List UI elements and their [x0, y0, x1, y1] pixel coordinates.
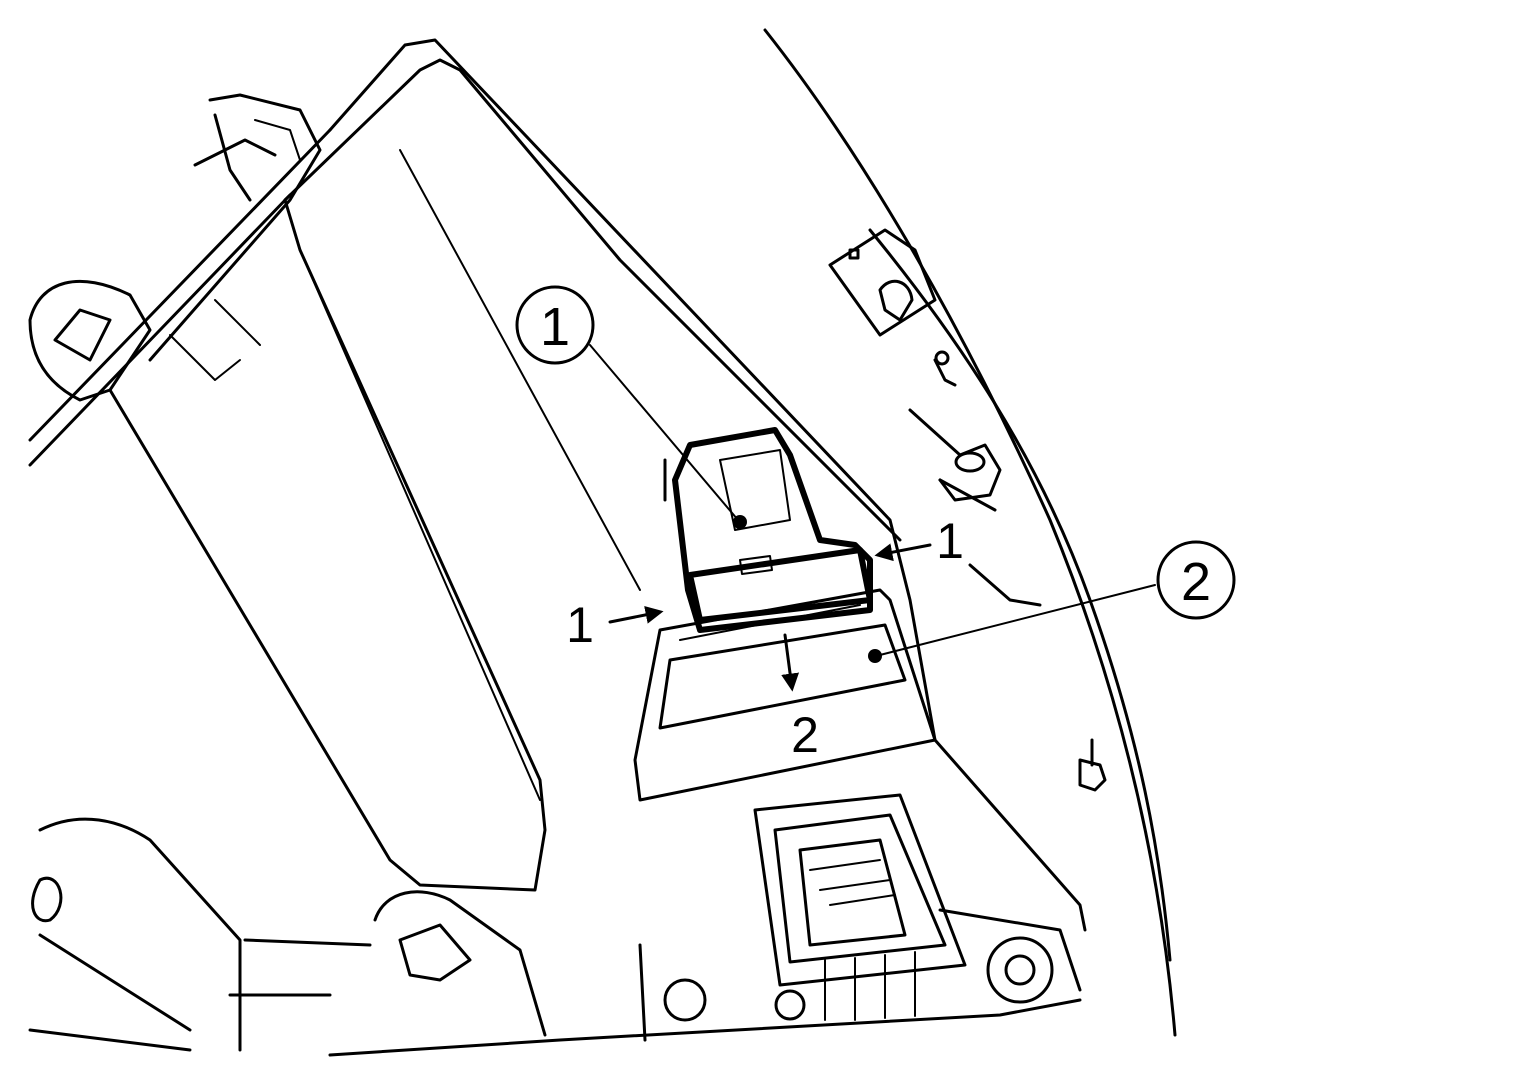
- switch-part-1: [663, 427, 873, 633]
- step-label-right-1: 1: [936, 513, 964, 569]
- callout-1-number: 1: [540, 297, 570, 357]
- callout-2: 2: [1156, 540, 1236, 620]
- lower-connector-bracket: [753, 793, 967, 1021]
- arrow-down-2: [781, 633, 800, 692]
- trim-panel-outline: [28, 28, 1177, 1037]
- leader-lines: [589, 344, 1156, 663]
- step-label-bottom-2: 2: [791, 707, 819, 763]
- bottom-mounting-rail: [328, 890, 1082, 1057]
- lower-left-bracket: [28, 817, 372, 1052]
- step-label-left-1: 1: [566, 597, 594, 653]
- arrow-right-1: [874, 543, 932, 562]
- callout-2-number: 2: [1181, 552, 1211, 612]
- arrow-left-1: [608, 605, 664, 624]
- removal-arrows: [608, 543, 932, 692]
- callout-1: 1: [515, 285, 595, 365]
- right-side-fasteners: [828, 228, 1107, 792]
